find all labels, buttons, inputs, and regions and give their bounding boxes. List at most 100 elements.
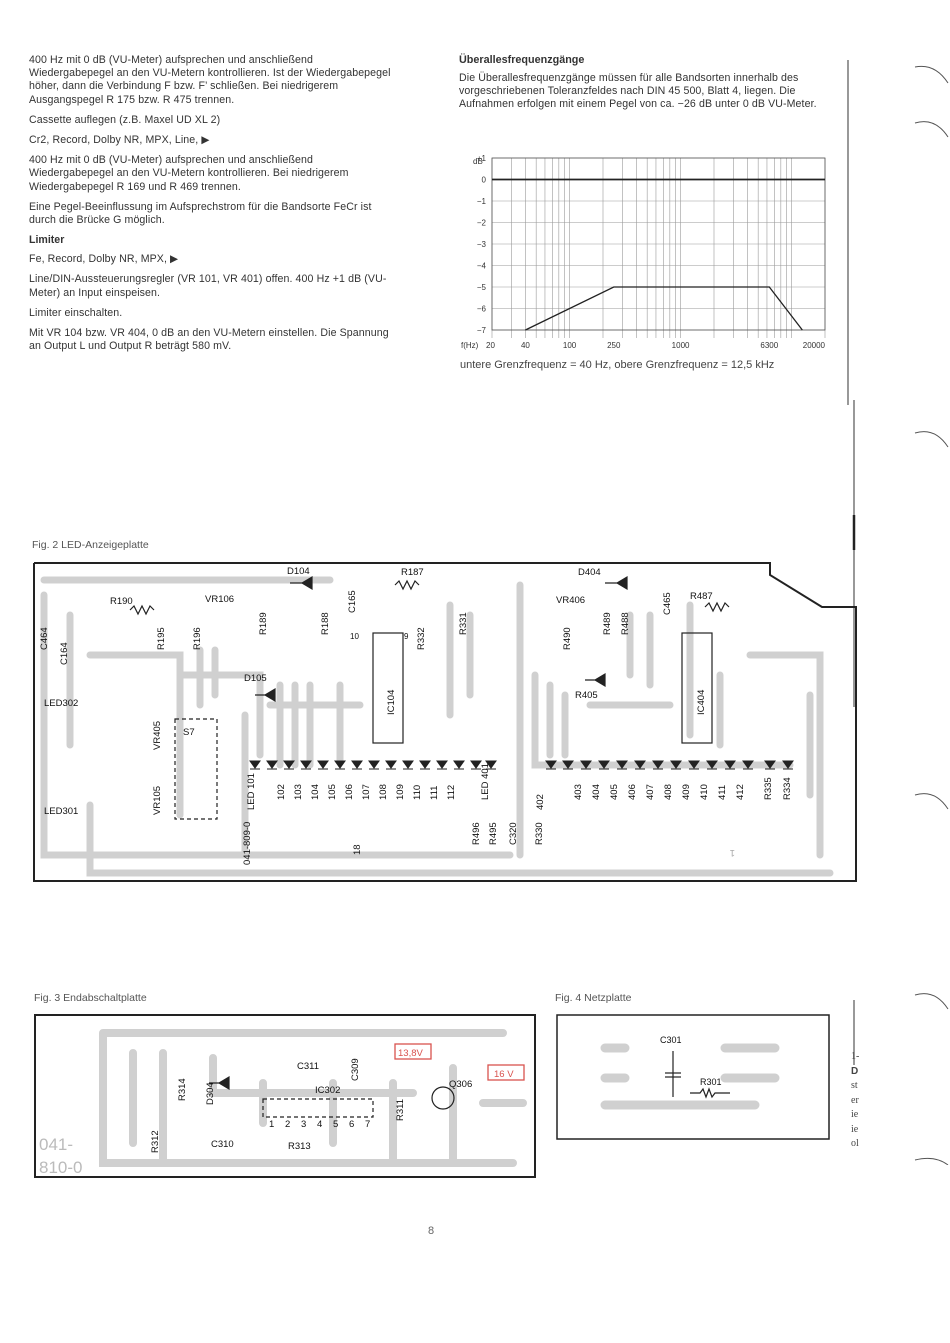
label-pin: 4 bbox=[317, 1119, 322, 1130]
fragment: st bbox=[851, 1080, 858, 1091]
chart-caption: untere Grenzfrequenz = 40 Hz, obere Gren… bbox=[460, 359, 775, 371]
label-r495: R330 bbox=[534, 822, 545, 845]
label-r188: R188 bbox=[320, 612, 331, 635]
y-tick-label: −6 bbox=[477, 305, 487, 314]
label-r330: 18 bbox=[352, 844, 363, 855]
label-c165: C165 bbox=[347, 590, 358, 613]
fig3-endabschalt-board: C311 C309 13,8V 16 V Q306 R314 D304 IC30… bbox=[34, 1014, 536, 1178]
chart-series bbox=[492, 178, 825, 331]
fragment: ol bbox=[851, 1138, 859, 1149]
label-led: 407 bbox=[645, 784, 656, 800]
x-tick-label: 100 bbox=[563, 341, 577, 350]
fig2-led-row bbox=[249, 760, 794, 770]
voltage-box-16v bbox=[487, 1064, 525, 1081]
label-led: 403 bbox=[573, 784, 584, 800]
label-r490: R490 bbox=[562, 627, 573, 650]
paragraph: 400 Hz mit 0 dB (VU-Meter) aufsprechen u… bbox=[29, 154, 349, 193]
fig4-components bbox=[665, 1051, 730, 1099]
label-led: 105 bbox=[327, 784, 338, 800]
label-led: R335 bbox=[763, 777, 774, 800]
label-led: 411 bbox=[717, 785, 728, 800]
label-pin: 7 bbox=[365, 1119, 370, 1130]
label-led: 109 bbox=[395, 784, 406, 800]
voltage-box-13-8v bbox=[394, 1043, 432, 1060]
label-c320: 041-809-0 bbox=[242, 822, 253, 865]
label-vr105: VR105 bbox=[152, 786, 163, 815]
fig2-led-board: D104 R187 D404 C465 R487 R190 VR106 C165… bbox=[33, 562, 857, 882]
label-led: 104 bbox=[310, 784, 321, 800]
label-ic104: IC104 bbox=[386, 690, 397, 715]
paragraph: Die Überallesfrequenzgänge müssen für al… bbox=[459, 72, 817, 111]
label-c465: C465 bbox=[662, 592, 673, 615]
led-diode-icon bbox=[562, 760, 574, 770]
led-diode-icon bbox=[670, 760, 682, 770]
label-led: 410 bbox=[699, 784, 710, 800]
led-diode-icon bbox=[634, 760, 646, 770]
margin-marks bbox=[847, 60, 949, 1165]
x-tick-label: 6300 bbox=[760, 341, 778, 350]
label-r313: R313 bbox=[288, 1141, 311, 1152]
led-diode-icon bbox=[300, 760, 312, 770]
paragraph: Cr2, Record, Dolby NR, MPX, Line, ▶ bbox=[29, 134, 210, 147]
paragraph: Line/DIN-Aussteuerungsregler (VR 101, VR… bbox=[29, 273, 387, 299]
label-c311: C311 bbox=[297, 1061, 319, 1072]
label-ic302: IC302 bbox=[315, 1085, 340, 1096]
led-diode-icon bbox=[580, 760, 592, 770]
led-diode-icon bbox=[616, 760, 628, 770]
label-led: 405 bbox=[609, 784, 620, 800]
label-c164: C164 bbox=[59, 642, 70, 665]
label-led: 406 bbox=[627, 784, 638, 800]
fig4-traces bbox=[600, 1043, 780, 1110]
label-ic404: IC404 bbox=[696, 690, 707, 715]
label-pin: 10 bbox=[350, 632, 359, 641]
label-voltage: 13,8V bbox=[398, 1048, 423, 1059]
label-r196: R196 bbox=[192, 627, 203, 650]
led-diode-icon bbox=[652, 760, 664, 770]
fig3-components bbox=[209, 1075, 455, 1118]
label-led: 110 bbox=[412, 785, 423, 800]
fragment: er bbox=[851, 1094, 859, 1106]
label-r189: R189 bbox=[258, 612, 269, 635]
label-vr406: VR406 bbox=[556, 595, 585, 606]
y-tick-label: −1 bbox=[477, 197, 487, 206]
section-heading: Überallesfrequenzgänge bbox=[459, 54, 585, 66]
fragment: 1- bbox=[851, 1051, 860, 1062]
label-led: 404 bbox=[591, 784, 602, 800]
paragraph: 400 Hz mit 0 dB (VU-Meter) aufsprechen u… bbox=[29, 54, 391, 106]
label-r195: R195 bbox=[156, 627, 167, 650]
label-led: 412 bbox=[735, 784, 746, 800]
label-board-number: 041- bbox=[39, 1135, 73, 1154]
label-r405: R405 bbox=[575, 690, 598, 701]
page-number: 8 bbox=[428, 1225, 435, 1237]
label-r314: R314 bbox=[177, 1078, 188, 1101]
y-tick-label: −5 bbox=[477, 283, 487, 292]
chart-grid bbox=[491, 157, 826, 338]
label-voltage: 16 V bbox=[494, 1069, 514, 1080]
label-led: 112 bbox=[446, 785, 457, 800]
paragraph: Mit VR 104 bzw. VR 404, 0 dB an den VU-M… bbox=[29, 327, 389, 353]
y-tick-label: 0 bbox=[482, 176, 487, 185]
label-r301: R301 bbox=[700, 1077, 722, 1087]
chart-frame bbox=[491, 157, 826, 331]
label-pin: 5 bbox=[333, 1119, 338, 1130]
label-led: 408 bbox=[663, 784, 674, 800]
x-tick-label: 1000 bbox=[672, 341, 690, 350]
fig2-components bbox=[129, 575, 730, 820]
x-tick-label: 20000 bbox=[803, 341, 826, 350]
label-led: 108 bbox=[378, 784, 389, 800]
label-r187: R187 bbox=[401, 567, 424, 578]
label-r332: R332 bbox=[416, 627, 427, 650]
fragment: ie bbox=[851, 1109, 859, 1120]
led-diode-icon bbox=[742, 760, 754, 770]
fragment: D bbox=[851, 1065, 859, 1077]
x-axis-label: f(Hz) bbox=[461, 341, 479, 350]
led-diode-icon bbox=[283, 760, 295, 770]
sidebar-fragments: 1- D st er ie ie ol bbox=[851, 1050, 859, 1152]
label-led: 106 bbox=[344, 784, 355, 800]
led-diode-icon bbox=[470, 760, 482, 770]
paragraph: Cassette auflegen (z.B. Maxel UD XL 2) bbox=[29, 113, 221, 126]
fig2-traces bbox=[40, 576, 834, 877]
paragraph: Eine Pegel-Beeinflussung im Aufsprechstr… bbox=[29, 200, 372, 227]
